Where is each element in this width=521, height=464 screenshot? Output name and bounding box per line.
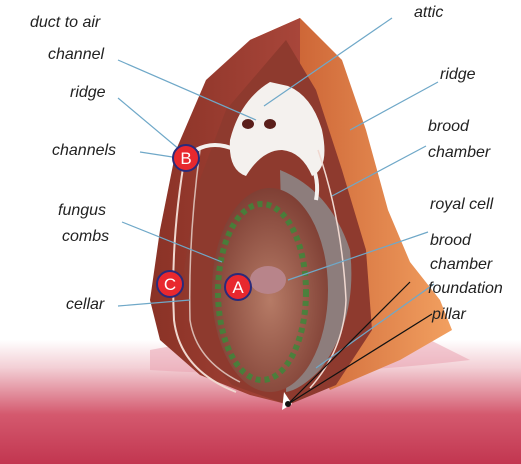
label-brood-chamber-line2: chamber: [428, 144, 490, 162]
label-fungus-line1: fungus: [58, 202, 106, 220]
leader-ridge-left: [118, 98, 180, 150]
label-fungus-line2: combs: [62, 228, 109, 246]
label-ridge-right: ridge: [440, 66, 476, 84]
royal-cell: [250, 266, 286, 294]
label-attic: attic: [414, 4, 443, 22]
label-royal-cell: royal cell: [430, 196, 493, 214]
marker-b: B: [173, 145, 199, 171]
label-ridge-left: ridge: [70, 84, 106, 102]
label-duct-line1: duct to air: [30, 14, 100, 32]
pillar-point: [285, 401, 291, 407]
label-duct-line2: channel: [48, 46, 104, 64]
label-brood-foundation-line1: brood: [430, 232, 471, 250]
marker-c-label: C: [164, 275, 176, 294]
marker-c: C: [157, 271, 183, 297]
label-brood-foundation-line2: chamber: [430, 256, 492, 274]
label-pillar: pillar: [432, 306, 466, 324]
marker-b-label: B: [180, 149, 191, 168]
label-cellar: cellar: [66, 296, 104, 314]
label-brood-chamber-line1: brood: [428, 118, 469, 136]
leader-ridge-right: [350, 82, 438, 130]
duct-opening-left: [242, 119, 254, 129]
label-brood-foundation-line3: foundation: [428, 280, 503, 298]
marker-a: A: [225, 274, 251, 300]
duct-opening-right: [264, 119, 276, 129]
label-channels: channels: [52, 142, 116, 160]
marker-a-label: A: [232, 278, 244, 297]
